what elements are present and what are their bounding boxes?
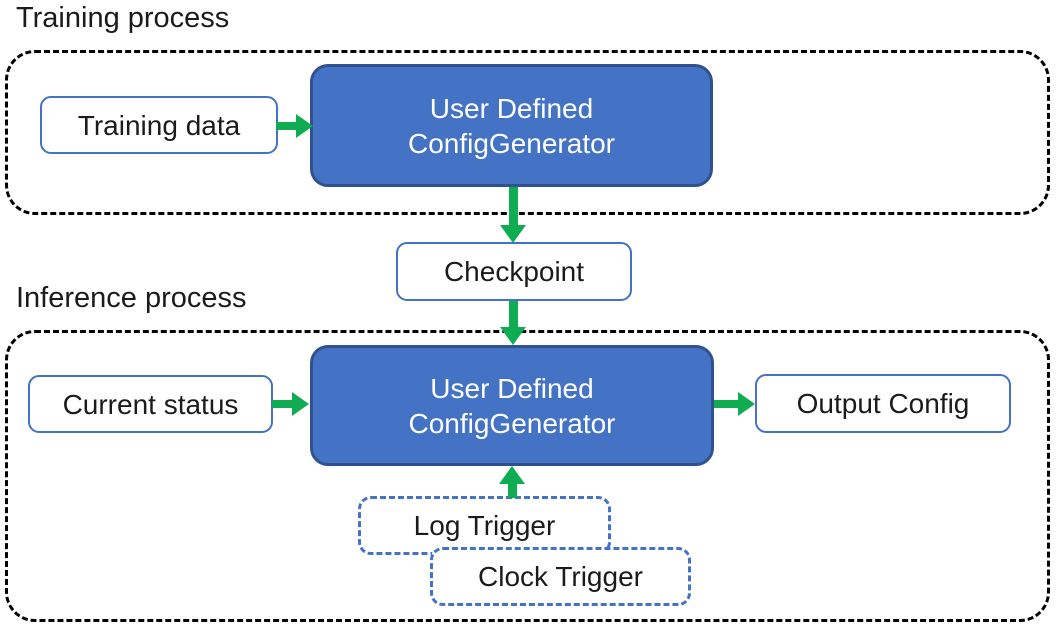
training-process-container — [5, 50, 1050, 215]
training-generator-line2: ConfigGenerator — [407, 127, 615, 159]
checkpoint-node: Checkpoint — [396, 242, 632, 301]
output-config-node: Output Config — [755, 374, 1011, 433]
clock-trigger-node: Clock Trigger — [430, 547, 691, 606]
current-status-node: Current status — [28, 375, 273, 433]
inference-process-container — [5, 330, 1050, 622]
inference-process-title: Inference process — [16, 282, 247, 314]
training-generator-line1: User Defined — [429, 92, 594, 124]
inference-config-generator-node: User Defined ConfigGenerator — [310, 345, 714, 466]
training-data-node: Training data — [40, 96, 278, 154]
inference-generator-line2: ConfigGenerator — [408, 407, 616, 439]
log-trigger-node: Log Trigger — [358, 496, 611, 555]
training-config-generator-node: User Defined ConfigGenerator — [310, 64, 713, 187]
training-process-title: Training process — [16, 2, 230, 34]
inference-generator-line1: User Defined — [430, 372, 594, 404]
